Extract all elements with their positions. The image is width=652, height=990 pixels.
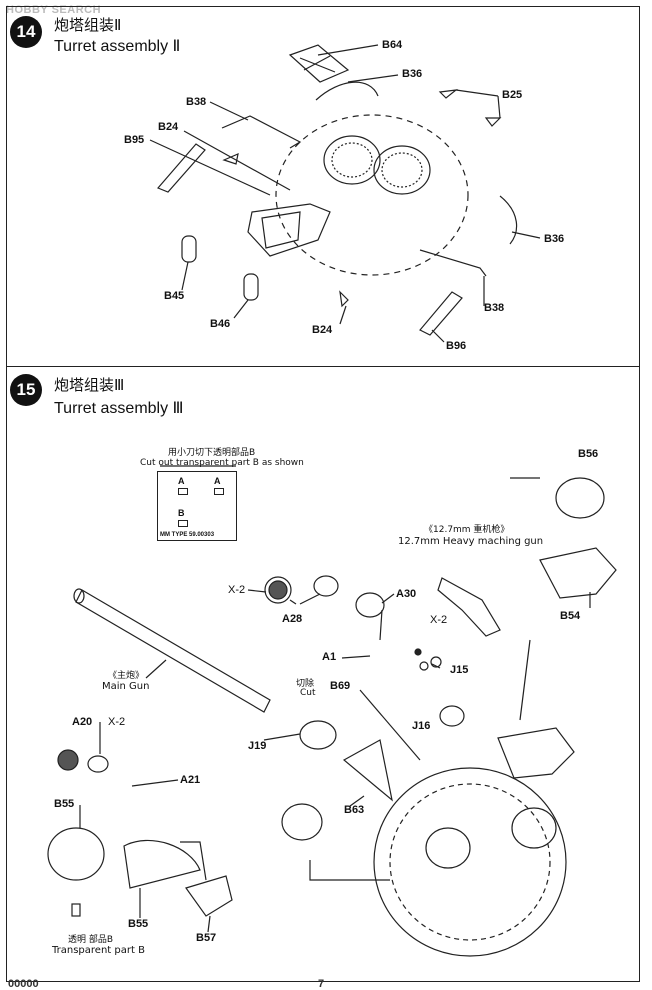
transparent-part-cut-diagram: A A B MM TYPE 59.00303	[157, 471, 237, 541]
cut-box-window-a1	[178, 488, 188, 495]
part-label-a28: A28	[282, 613, 303, 625]
cut-box-type-code: MM TYPE 59.00303	[160, 532, 215, 538]
part-label-b25: B25	[502, 89, 523, 101]
part-label-b24: B24	[158, 121, 179, 133]
part-label-b45: B45	[164, 290, 185, 302]
hmg-note-en: 12.7mm Heavy maching gun	[398, 536, 544, 547]
part-label-b55-top: B55	[54, 798, 75, 810]
part-label-x2-mid: X-2	[430, 614, 448, 626]
step-15-badge: 15	[10, 374, 42, 406]
step-15-title-en: Turret assembly Ⅲ	[54, 400, 184, 417]
transparent-note-en: Transparent part B	[52, 945, 145, 956]
part-label-b95: B95	[124, 134, 145, 146]
part-label-b56: B56	[578, 448, 599, 460]
cut-en: Cut	[300, 688, 316, 698]
part-label-b55-bottom: B55	[128, 918, 149, 930]
footer-left-code: 00000	[8, 978, 39, 990]
cut-cn: 切除	[296, 679, 315, 689]
part-label-b54: B54	[560, 610, 581, 622]
part-label-b36-right: B36	[544, 233, 565, 245]
step-14-title-cn: 炮塔组装Ⅱ	[54, 16, 122, 34]
cut-box-label-a2: A	[214, 476, 221, 486]
step-15-title-cn: 炮塔组装Ⅲ	[54, 376, 125, 394]
part-label-b36: B36	[402, 68, 423, 80]
part-label-j16: J16	[412, 720, 431, 732]
main-gun-note-en: Main Gun	[102, 681, 150, 692]
part-label-b63: B63	[344, 804, 365, 816]
part-label-j15: J15	[450, 664, 469, 676]
part-label-b24-bottom: B24	[312, 324, 333, 336]
part-label-x2-left: X-2	[108, 716, 126, 728]
part-label-b64: B64	[382, 39, 403, 51]
page-frame	[6, 6, 640, 982]
part-label-a30: A30	[396, 588, 417, 600]
cut-box-window-a2	[214, 488, 224, 495]
part-label-x2-top: X-2	[228, 584, 246, 596]
part-label-b69: B69	[330, 680, 351, 692]
part-label-b38-bottom: B38	[484, 302, 505, 314]
cut-note-en: Cut out transparent part B as shown	[140, 458, 304, 468]
part-label-j19: J19	[248, 740, 267, 752]
cut-note-cn: 用小刀切下透明部品B	[168, 448, 256, 458]
part-label-b38: B38	[186, 96, 207, 108]
part-label-b57: B57	[196, 932, 217, 944]
main-gun-note-cn: 《主炮》	[108, 671, 145, 681]
watermark: HOBBY SEARCH	[6, 4, 102, 16]
step-14-title-en: Turret assembly Ⅱ	[54, 38, 181, 55]
step-14-badge: 14	[10, 16, 42, 48]
part-label-a20: A20	[72, 716, 93, 728]
part-label-a21: A21	[180, 774, 201, 786]
cut-box-window-b	[178, 520, 188, 527]
part-label-b46: B46	[210, 318, 231, 330]
section-divider	[6, 366, 640, 367]
hmg-note-cn: 《12.7mm 重机枪》	[424, 525, 510, 535]
part-label-b96: B96	[446, 340, 467, 352]
cut-box-label-a1: A	[178, 476, 185, 486]
footer-page-number: 7	[318, 978, 325, 990]
part-label-a1: A1	[322, 651, 337, 663]
transparent-note-cn: 透明 部品B	[68, 935, 114, 945]
cut-box-label-b: B	[178, 508, 185, 518]
